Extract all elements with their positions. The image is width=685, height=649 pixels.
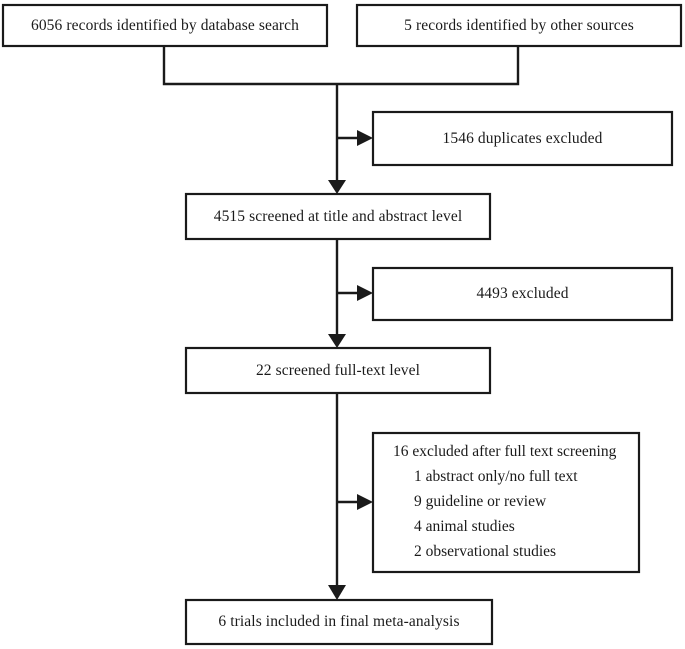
node-other-sources-label: 5 records identified by other sources bbox=[404, 16, 634, 34]
arrow-head-full-text-excluded bbox=[357, 494, 373, 510]
node-duplicates-excluded-box bbox=[371, 110, 674, 167]
node-duplicates-excluded-label: 1546 duplicates excluded bbox=[442, 129, 603, 147]
arrow-head-to-fulltext bbox=[328, 334, 346, 348]
full-text-excluded-heading: 16 excluded after full text screening bbox=[393, 443, 617, 460]
node-title-abstract-excluded-box bbox=[371, 266, 674, 322]
arrow-head-to-included bbox=[328, 585, 346, 600]
node-title-abstract-excluded-label: 4493 excluded bbox=[476, 285, 569, 303]
node-included-box bbox=[184, 598, 494, 646]
node-other-sources-box bbox=[355, 3, 683, 48]
full-text-excluded-reason-1: 1 abstract only/no full text bbox=[414, 468, 578, 485]
connector-merge-bracket bbox=[162, 46, 520, 86]
node-database-search-box bbox=[1, 3, 329, 48]
arrow-head-to-screening bbox=[328, 180, 346, 194]
arrow-head-title-abstract-excluded bbox=[357, 285, 373, 301]
node-full-text-excluded-content: 16 excluded after full text screening 1 … bbox=[393, 443, 633, 561]
arrow-head-duplicates bbox=[357, 130, 373, 146]
node-title-abstract-screened-label: 4515 screened at title and abstract leve… bbox=[213, 207, 463, 225]
node-title-abstract-screened-box bbox=[184, 192, 492, 241]
full-text-excluded-reason-4: 2 observational studies bbox=[414, 543, 557, 560]
node-included-label: 6 trials included in final meta-analysis bbox=[218, 613, 460, 631]
node-full-text-screened-label: 22 screened full-text level bbox=[255, 361, 421, 379]
full-text-excluded-reason-2: 9 guideline or review bbox=[414, 493, 547, 510]
node-full-text-excluded-box bbox=[371, 431, 641, 574]
node-database-search-label: 6056 records identified by database sear… bbox=[30, 16, 300, 34]
full-text-excluded-reason-3: 4 animal studies bbox=[414, 518, 515, 535]
